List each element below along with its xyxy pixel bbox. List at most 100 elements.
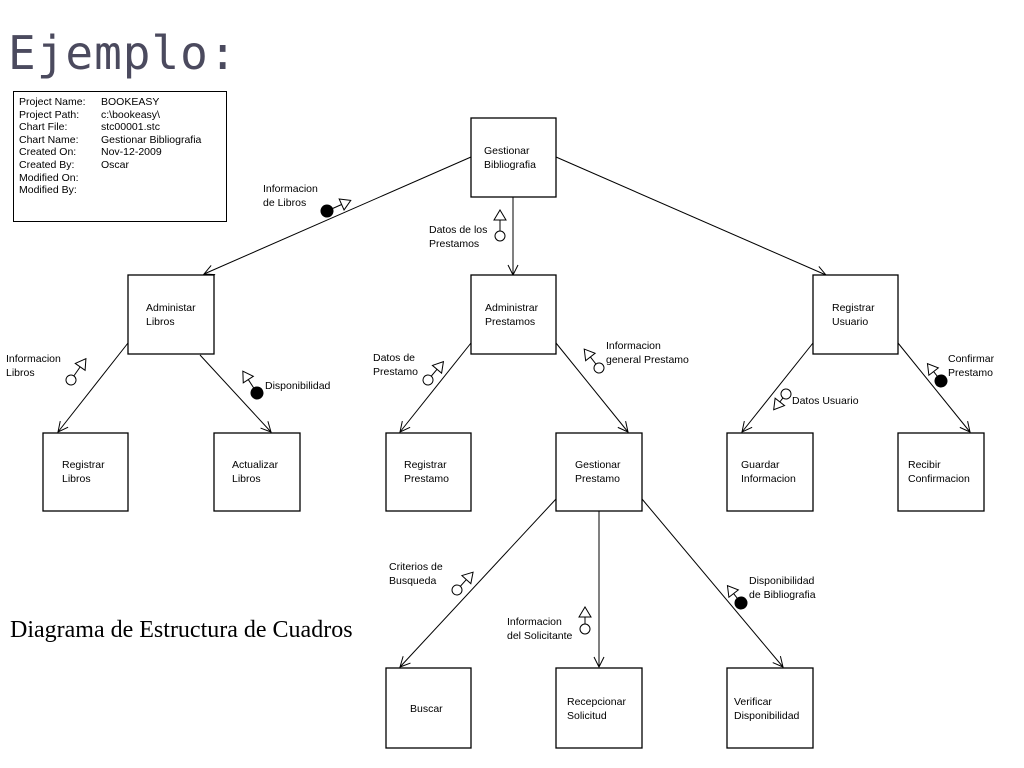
info-key: Project Path: (19, 108, 80, 121)
connector (555, 342, 628, 432)
couple-label: Criterios de (389, 561, 443, 573)
couple-label: general Prestamo (606, 354, 689, 366)
module-box (897, 432, 985, 512)
module-label: Administrar (485, 302, 539, 314)
module-label: Libros (232, 473, 261, 485)
couple-label: Confirmar (948, 353, 995, 365)
project-info-box: Project Name: BOOKEASY Project Path:c:\bo… (13, 91, 227, 222)
module-box (385, 432, 472, 512)
module-box (385, 667, 472, 749)
control-couple-icon (242, 370, 264, 400)
data-couple-icon (493, 209, 507, 242)
module-box (213, 432, 301, 512)
connector (641, 498, 783, 667)
info-value: BOOKEASY (101, 96, 160, 108)
connector (555, 156, 826, 275)
module-label: Gestionar (575, 459, 621, 471)
data-couple-icon (578, 606, 592, 635)
connector (204, 156, 472, 274)
connector (199, 354, 271, 432)
couple-informacion-de-libros: Informacion de Libros (263, 183, 318, 209)
data-couple-icon (773, 388, 792, 411)
couple-label: Disponibilidad (265, 380, 331, 392)
info-row-modified-on: Modified On: (19, 172, 226, 185)
module-label: Actualizar (232, 459, 279, 471)
module-label: Confirmacion (908, 473, 970, 485)
module-box (470, 274, 557, 355)
connector (742, 342, 814, 432)
couple-label: Informacion (263, 183, 318, 195)
module-box (42, 432, 129, 512)
module-label: Usuario (832, 316, 868, 328)
info-value: Oscar (101, 158, 130, 171)
module-label: Disponibilidad (734, 710, 800, 722)
couple-disponibilidad-de-bibliografia: Disponibilidad de Bibliografia (749, 575, 816, 601)
couple-label: Informacion (606, 340, 661, 352)
module-box (726, 667, 814, 749)
info-key: Project Name: (19, 96, 86, 108)
module-label: Solicitud (567, 710, 607, 722)
control-couple-icon (320, 198, 352, 218)
module-label: Libros (62, 473, 91, 485)
module-box (470, 117, 557, 198)
couple-label: Prestamo (948, 367, 993, 379)
data-couple-icon (583, 348, 605, 374)
info-key: Chart Name: (19, 133, 79, 146)
couple-label: Prestamo (373, 366, 418, 378)
couple-label: de Libros (263, 197, 306, 209)
data-couple-icon (451, 571, 474, 596)
connector (897, 342, 970, 432)
couple-disponibilidad: Disponibilidad (265, 380, 331, 392)
diagram-caption: Diagrama de Estructura de Cuadros (10, 617, 353, 643)
couple-datos-usuario: Datos Usuario (792, 395, 859, 407)
slide-title: Ejemplo: (8, 26, 238, 80)
couples (65, 198, 948, 635)
module-label: Registrar (832, 302, 875, 314)
info-key: Modified On: (19, 171, 79, 184)
couple-label: Informacion (6, 353, 61, 365)
couple-label: Datos de los (429, 224, 487, 236)
module-label: Bibliografia (484, 159, 536, 171)
module-label: Administar (146, 302, 196, 314)
info-key: Created By: (19, 158, 75, 171)
info-row-created-by: Created By: Oscar (19, 159, 226, 172)
module-box (555, 667, 643, 749)
couple-label: de Bibliografia (749, 589, 816, 601)
module-box (812, 274, 899, 355)
info-value: Nov-12-2009 (101, 146, 162, 159)
couple-informacion-general-prestamo: Informacion general Prestamo (606, 340, 689, 366)
connector (400, 342, 472, 432)
info-row-modified-by: Modified By: (19, 184, 226, 197)
module-box (555, 432, 643, 512)
couple-label: del Solicitante (507, 630, 573, 642)
info-key: Created On: (19, 146, 77, 159)
module-label: Registrar (404, 459, 447, 471)
info-row-project-name: Project Name: BOOKEASY (19, 96, 226, 109)
module-label: Prestamos (485, 316, 535, 328)
info-row-project-path: Project Path:c:\bookeasy\ (19, 109, 226, 122)
info-key: Modified By: (19, 184, 77, 197)
info-key: Chart File: (19, 121, 68, 134)
info-row-created-on: Created On: Nov-12-2009 (19, 146, 226, 159)
info-row-chart-file: Chart File:stc00001.stc (19, 121, 226, 134)
couple-label: Disponibilidad (749, 575, 815, 587)
module-label: Registrar (62, 459, 105, 471)
module-label: Buscar (410, 703, 443, 715)
module-label: Guardar (741, 459, 780, 471)
